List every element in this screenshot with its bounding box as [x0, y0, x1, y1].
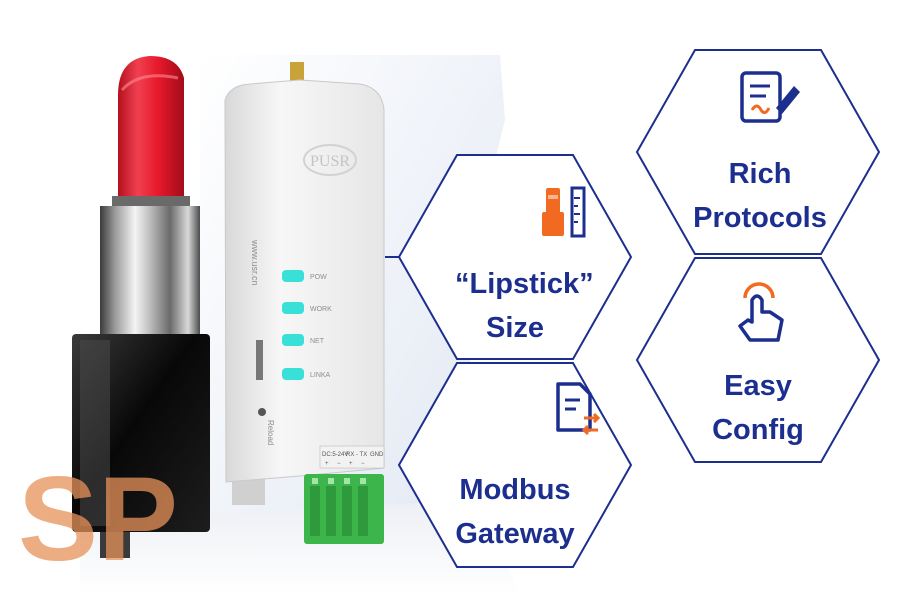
sim-slot [256, 340, 263, 380]
feature-label-rich-protocols: Rich Protocols [693, 158, 827, 234]
terminal-label-gnd: GND [370, 452, 384, 458]
hexagon-modbus-gateway [397, 362, 633, 568]
hexagon-easy-config [635, 257, 881, 463]
watermark-text: SP [18, 452, 178, 586]
terminal-sign-4: − [361, 461, 365, 467]
led-label-linka: LINKA [310, 372, 331, 379]
terminal-label-serial: RX - TX [346, 452, 367, 458]
terminal-sign-2: − [337, 461, 341, 467]
led-pow [282, 270, 304, 282]
touch-hand-icon [738, 282, 784, 342]
feature-label-modbus-gateway: Modbus Gateway [455, 474, 575, 550]
hexagon-rich-protocols [635, 49, 881, 255]
watermark: SP [18, 452, 178, 586]
lipstick [72, 56, 210, 558]
reload-button [258, 408, 266, 416]
led-label-pow: POW [310, 274, 327, 281]
lipstick-tube [100, 206, 200, 336]
feature-hexagons [397, 49, 881, 568]
led-linka [282, 368, 304, 380]
terminal-label-power: DC:5-24V [322, 452, 348, 458]
led-label-net: NET [310, 338, 325, 345]
terminal-sign-1: + [325, 461, 329, 467]
led-label-work: WORK [310, 306, 332, 313]
feature-label-lipstick-size: “Lipstick” Size [455, 268, 594, 344]
din-rail-device: PUSR www.usr.cn POW WORK NET LINKA Reloa… [224, 62, 385, 544]
led-net [282, 334, 304, 346]
lipstick-bullet [118, 56, 184, 200]
terminal-sign-3: + [349, 461, 353, 467]
feature-label-easy-config: Easy Config [712, 370, 804, 446]
terminal-block [304, 474, 384, 544]
lipstick-ruler-icon [542, 186, 586, 238]
document-pen-icon [740, 71, 800, 123]
lipstick-ring [112, 196, 190, 208]
device-body [224, 79, 385, 483]
led-work [282, 302, 304, 314]
reload-label: Reload [266, 420, 275, 445]
device-website: www.usr.cn [250, 239, 260, 286]
device-brand: PUSR [310, 153, 350, 170]
document-exchange-icon [556, 382, 601, 436]
